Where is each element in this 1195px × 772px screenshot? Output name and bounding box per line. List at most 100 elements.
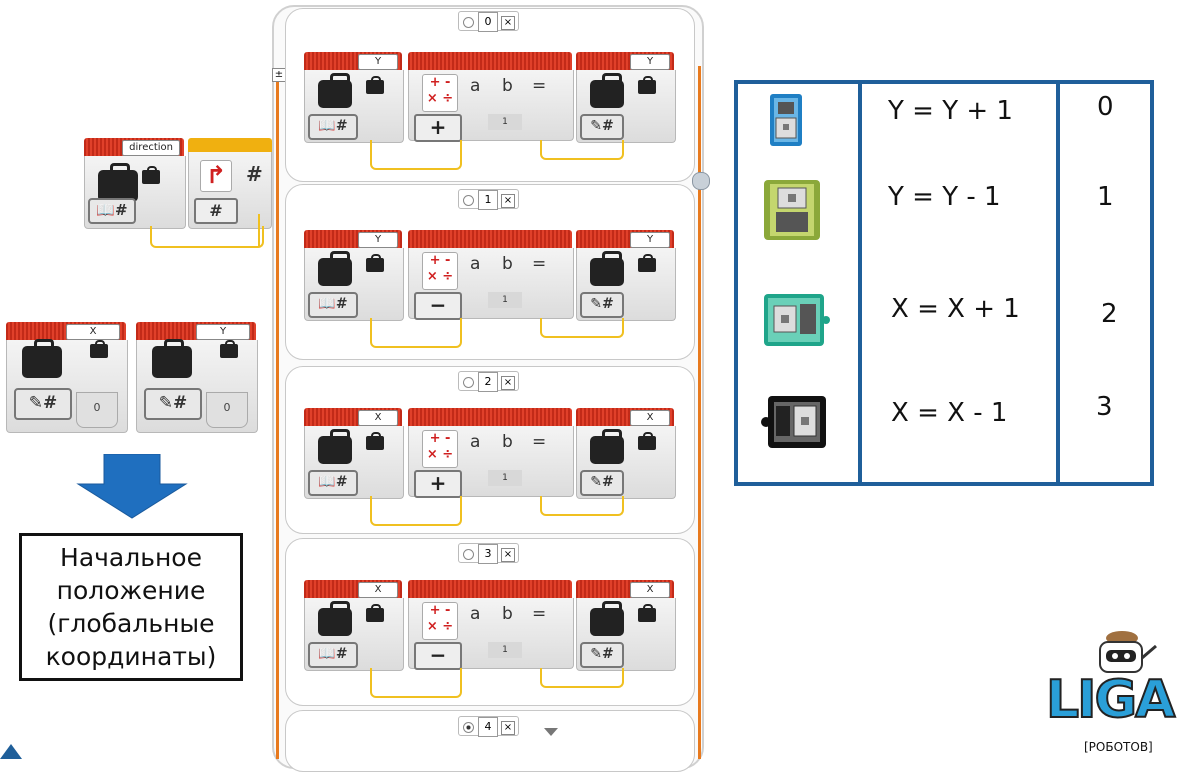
- case-number[interactable]: 0: [478, 12, 498, 32]
- subtract-mode-button[interactable]: −: [414, 292, 462, 320]
- small-briefcase-icon: [366, 254, 384, 272]
- default-case-radio[interactable]: [463, 721, 474, 733]
- write-numeric-mode-button[interactable]: ✎#: [144, 388, 202, 420]
- math-block[interactable]: + -× ÷ a b = + 1: [408, 52, 574, 142]
- variable-x-block[interactable]: X ✎# 0: [6, 322, 128, 434]
- output-equals-label: =: [532, 254, 547, 274]
- variable-name-label[interactable]: X: [630, 582, 670, 598]
- variable-y-block[interactable]: Y ✎# 0: [136, 322, 258, 434]
- output-equals-label: =: [532, 604, 547, 624]
- input-a-label: a: [470, 432, 481, 452]
- logo-subtitle: [РОБОТОВ]: [1084, 740, 1153, 754]
- write-numeric-mode-button[interactable]: ✎#: [580, 470, 624, 496]
- variable-name-label[interactable]: X: [358, 410, 398, 426]
- case-tab-3[interactable]: 3×: [458, 543, 519, 564]
- direction-variable-block[interactable]: direction 📖#: [84, 138, 186, 230]
- math-block[interactable]: + -× ÷ a b = − 1: [408, 580, 574, 670]
- default-case-radio[interactable]: [463, 376, 474, 388]
- write-numeric-mode-button[interactable]: ✎#: [14, 388, 72, 420]
- write-numeric-mode-button[interactable]: ✎#: [580, 642, 624, 668]
- variable-name-label[interactable]: Y: [358, 232, 398, 248]
- variable-name-label[interactable]: Y: [630, 232, 670, 248]
- variable-name-label[interactable]: X: [66, 324, 120, 340]
- default-case-radio[interactable]: [463, 194, 474, 206]
- read-numeric-mode-button[interactable]: 📖#: [308, 114, 358, 140]
- data-wire: [540, 318, 624, 338]
- value-input[interactable]: 0: [76, 392, 118, 428]
- case-tab-4[interactable]: 4×: [458, 716, 519, 737]
- math-block[interactable]: + -× ÷ a b = − 1: [408, 230, 574, 320]
- case-number[interactable]: 2: [478, 372, 498, 392]
- briefcase-icon: [590, 429, 624, 464]
- formula-cell: X = X - 1: [891, 398, 1008, 428]
- math-operations-icon[interactable]: + -× ÷: [422, 74, 458, 112]
- math-operations-icon[interactable]: + -× ÷: [422, 430, 458, 468]
- write-variable-block[interactable]: X ✎#: [576, 580, 676, 672]
- read-variable-block[interactable]: Y 📖#: [304, 52, 404, 144]
- chevron-down-icon[interactable]: [544, 728, 558, 736]
- read-numeric-mode-button[interactable]: 📖#: [308, 470, 358, 496]
- case-tab-1[interactable]: 1×: [458, 189, 519, 210]
- math-block[interactable]: + -× ÷ a b = + 1: [408, 408, 574, 498]
- read-variable-block[interactable]: X 📖#: [304, 580, 404, 672]
- case-number[interactable]: 4: [478, 717, 498, 737]
- data-wire: [370, 140, 462, 170]
- write-numeric-mode-button[interactable]: ✎#: [580, 114, 624, 140]
- variable-name-label[interactable]: X: [630, 410, 670, 426]
- input-b-value[interactable]: 1: [488, 642, 522, 658]
- input-b-value[interactable]: 1: [488, 114, 522, 130]
- logo-main: LIGA: [1045, 670, 1176, 730]
- output-equals-label: =: [532, 432, 547, 452]
- add-mode-button[interactable]: +: [414, 114, 462, 142]
- variable-name-label[interactable]: Y: [196, 324, 250, 340]
- briefcase-icon: [318, 251, 352, 286]
- write-numeric-mode-button[interactable]: ✎#: [580, 292, 624, 318]
- read-numeric-mode-button[interactable]: 📖#: [308, 292, 358, 318]
- column-divider: [1056, 84, 1060, 482]
- input-b-value[interactable]: 1: [488, 470, 522, 486]
- remove-case-button[interactable]: ×: [501, 194, 515, 208]
- numeric-input-button[interactable]: #: [194, 198, 238, 224]
- variable-name-label[interactable]: direction: [122, 140, 180, 156]
- case-tab-0[interactable]: 0×: [458, 11, 519, 32]
- remove-case-button[interactable]: ×: [501, 16, 515, 30]
- small-briefcase-icon: [366, 76, 384, 94]
- read-numeric-mode-button[interactable]: 📖#: [88, 198, 136, 224]
- down-arrow-icon: [76, 454, 188, 519]
- small-briefcase-icon: [366, 432, 384, 450]
- small-briefcase-icon: [142, 166, 160, 184]
- read-numeric-mode-button[interactable]: 📖#: [308, 642, 358, 668]
- read-variable-block[interactable]: X 📖#: [304, 408, 404, 500]
- variable-name-label[interactable]: Y: [358, 54, 398, 70]
- remove-case-button[interactable]: ×: [501, 548, 515, 562]
- robot-up-icon: [770, 94, 802, 146]
- scroll-up-icon[interactable]: [0, 744, 22, 759]
- formula-cell: Y = Y + 1: [888, 96, 1013, 126]
- redirect-arrow-icon: ↱: [200, 160, 232, 192]
- variable-name-label[interactable]: Y: [630, 54, 670, 70]
- switch-input-connector[interactable]: [692, 172, 710, 190]
- add-mode-button[interactable]: +: [414, 470, 462, 498]
- liga-logo: LIGA: [1045, 670, 1176, 730]
- read-variable-block[interactable]: Y 📖#: [304, 230, 404, 322]
- subtract-mode-button[interactable]: −: [414, 642, 462, 670]
- value-input[interactable]: 0: [206, 392, 248, 428]
- write-variable-block[interactable]: Y ✎#: [576, 230, 676, 322]
- input-b-value[interactable]: 1: [488, 292, 522, 308]
- case-number[interactable]: 1: [478, 190, 498, 210]
- write-variable-block[interactable]: X ✎#: [576, 408, 676, 500]
- variable-name-label[interactable]: X: [358, 582, 398, 598]
- briefcase-icon: [590, 73, 624, 108]
- remove-case-button[interactable]: ×: [501, 721, 515, 735]
- robot-left-icon: [761, 396, 826, 448]
- add-case-button[interactable]: ±: [272, 68, 286, 82]
- remove-case-button[interactable]: ×: [501, 376, 515, 390]
- math-operations-icon[interactable]: + -× ÷: [422, 602, 458, 640]
- write-variable-block[interactable]: Y ✎#: [576, 52, 676, 144]
- default-case-radio[interactable]: [463, 548, 474, 560]
- default-case-radio[interactable]: [463, 16, 474, 28]
- case-tab-2[interactable]: 2×: [458, 371, 519, 392]
- math-operations-icon[interactable]: + -× ÷: [422, 252, 458, 290]
- loop-interrupt-block[interactable]: ↱ # #: [188, 138, 272, 230]
- case-number[interactable]: 3: [478, 544, 498, 564]
